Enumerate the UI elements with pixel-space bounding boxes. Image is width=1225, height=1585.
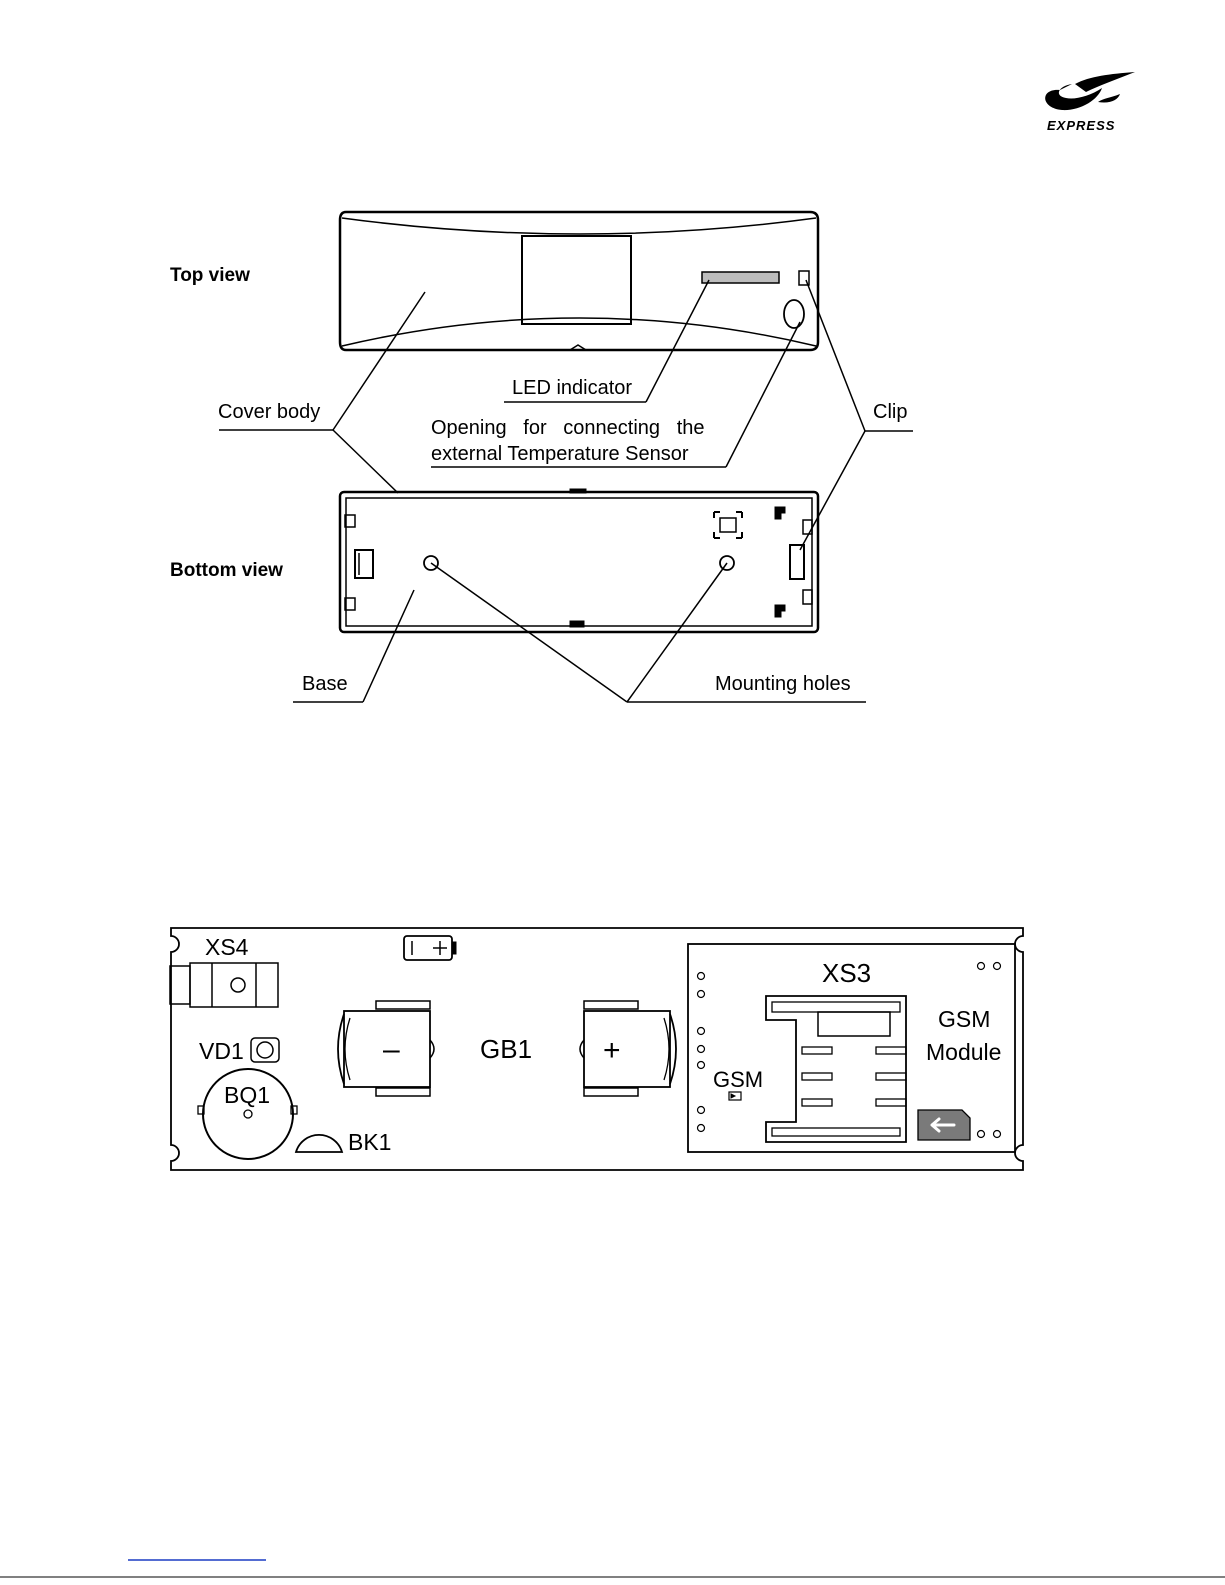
vd1-led <box>251 1038 279 1062</box>
xs4-connector <box>170 963 278 1007</box>
cover-body-label: Cover body <box>218 401 320 423</box>
led-indicator <box>702 272 779 283</box>
clip-label: Clip <box>873 401 907 423</box>
base-bottom-view <box>340 489 818 632</box>
xs4-label: XS4 <box>205 934 249 960</box>
opening-label-line2: external Temperature Sensor <box>431 443 689 465</box>
bottom-view-label: Bottom view <box>170 560 283 581</box>
opening-label-line1: Opening for connecting the <box>431 417 705 439</box>
gsm-module-label-line2: Module <box>926 1039 1001 1065</box>
cover-top-view <box>340 212 818 350</box>
gsm-label: GSM <box>713 1067 763 1092</box>
plus-label: + <box>603 1034 621 1067</box>
bq1-label: BQ1 <box>224 1082 270 1108</box>
vd1-label: VD1 <box>199 1038 244 1064</box>
led-indicator-label: LED indicator <box>512 377 632 399</box>
gb1-label: GB1 <box>480 1034 532 1064</box>
battery-icon <box>404 936 456 960</box>
xs3-label: XS3 <box>822 958 871 988</box>
bk1-label: BK1 <box>348 1129 391 1155</box>
pcb-outline <box>171 928 1023 1170</box>
mounting-holes-label: Mounting holes <box>715 673 851 695</box>
gsm-module-label-line1: GSM <box>938 1006 990 1032</box>
sensor-opening <box>784 300 804 328</box>
sim-holder-xs3 <box>766 996 906 1142</box>
battery-holder-plus <box>580 1001 676 1096</box>
express-logo: EXPRESS <box>1045 72 1135 133</box>
base-label: Base <box>302 673 348 695</box>
minus-label: – <box>383 1033 400 1066</box>
bk1-sensor <box>296 1135 342 1152</box>
sim-insert-arrow-icon <box>918 1110 970 1140</box>
pcb-board <box>170 928 1023 1170</box>
clip-bottom <box>790 545 804 579</box>
logo-text: EXPRESS <box>1047 118 1115 133</box>
base-outline <box>340 492 818 632</box>
top-view-label: Top view <box>170 265 250 286</box>
cover-window <box>522 236 631 324</box>
